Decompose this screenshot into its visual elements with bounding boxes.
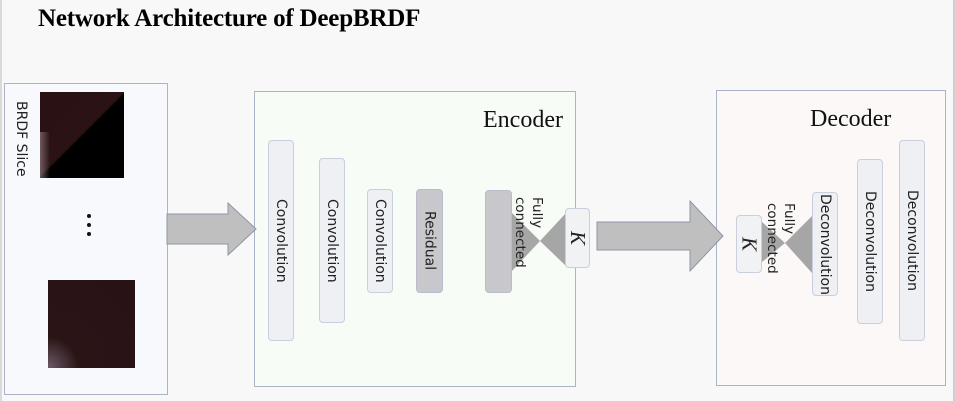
encoder-convolution-layer-2: Convolution (319, 158, 345, 323)
decoder-deconvolution-layer-1: Deconvolution (812, 192, 838, 296)
decoder-fc-wedge-left (762, 222, 785, 262)
decoder-deconvolution-layer-3: Deconvolution (899, 140, 925, 341)
layer-label: Convolution (273, 198, 289, 283)
encoder-fc-input-block (485, 190, 512, 293)
decoder-fc-wedge-right (785, 216, 812, 273)
encoder-latent-k: K (565, 208, 590, 268)
brdf-slice-image-1 (40, 92, 124, 178)
layer-label: Deconvolution (817, 193, 833, 295)
decoder-latent-k: K (736, 215, 762, 273)
brdf-slice-label: BRDF Slice (13, 101, 29, 177)
encoder-convolution-layer-3: Convolution (367, 189, 393, 293)
diagram-title: Network Architecture of DeepBRDF (38, 5, 421, 32)
encoder-convolution-layer-1: Convolution (268, 140, 294, 341)
right-frame-edge (953, 0, 955, 401)
ellipsis-dot (87, 223, 91, 227)
latent-k-label: K (566, 230, 590, 245)
decoder-title: Decoder (810, 106, 892, 132)
brdf-slice-image-2 (48, 280, 135, 368)
ellipsis-dot (87, 214, 91, 218)
fc-label-line-2: connected (512, 197, 528, 268)
encoder-residual-layer: Residual (416, 189, 443, 293)
encoder-fc-wedge-left (511, 212, 540, 272)
encoder-title: Encoder (483, 107, 563, 133)
arrow-input-to-encoder (166, 201, 257, 257)
decoder-deconvolution-layer-2: Deconvolution (857, 159, 883, 324)
fc-label-line-1: Fully (529, 197, 545, 229)
layer-label: Convolution (372, 199, 388, 283)
left-frame-edge (0, 0, 2, 401)
latent-k-label: K (737, 236, 762, 251)
layer-label: Convolution (324, 198, 340, 283)
layer-label: Deconvolution (862, 191, 878, 292)
layer-label: Residual (421, 211, 438, 271)
ellipsis-dot (87, 232, 91, 236)
arrow-encoder-to-decoder (596, 199, 724, 273)
ellipsis-vertical (85, 214, 93, 241)
encoder-fc-label: Fully connected (511, 197, 545, 268)
fc-label-line-1: Fully (781, 203, 797, 235)
fc-label-line-2: connected (764, 203, 780, 274)
layer-label: Deconvolution (904, 190, 920, 291)
decoder-fc-label: Fully connected (763, 203, 797, 274)
encoder-fc-wedge-right (540, 213, 566, 266)
